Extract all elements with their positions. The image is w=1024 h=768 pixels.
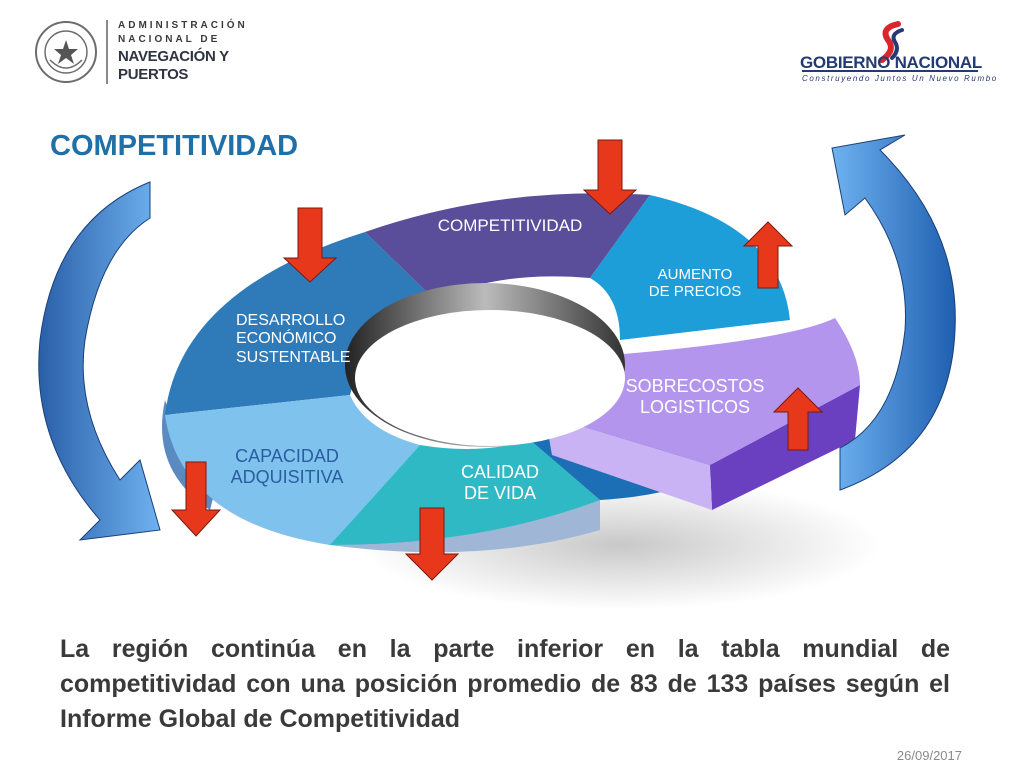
segment-label-calidad-line2: DE VIDA	[463, 482, 537, 503]
segment-sobrecostos-front	[545, 415, 712, 510]
segment-label-desarrollo-line2: ECONÓMICO	[236, 330, 337, 348]
arrow-down-competitividad-icon	[582, 139, 638, 215]
org-name-line1: ADMINISTRACIÓN	[118, 20, 248, 31]
segment-label-competitividad: COMPETITIVIDAD	[437, 216, 583, 235]
gobierno-nacional-subtitle: Construyendo Juntos Un Nuevo Rumbo	[802, 74, 998, 83]
segment-aumento-shape	[590, 195, 790, 340]
left-cycle-arrow-icon	[38, 181, 161, 541]
segment-label-aumento-line1: AUMENTO	[657, 266, 733, 283]
arrow-down-calidad-icon	[404, 507, 460, 581]
segment-capacidad-shape	[165, 395, 420, 545]
segment-calidad-shape	[330, 440, 600, 545]
gobierno-nacional-logo-icon	[879, 21, 904, 63]
arrow-up-aumento-icon	[742, 221, 794, 289]
arrow-down-capacidad-icon	[170, 461, 222, 537]
logo-divider	[106, 20, 108, 84]
segment-desarrollo-shape	[165, 232, 435, 415]
segment-label-calidad: CALIDAD DE VIDA	[440, 462, 560, 503]
segment-label-calidad-line1: CALIDAD	[460, 462, 540, 482]
segment-label-desarrollo: DESARROLLO ECONÓMICO SUSTENTABLE	[236, 312, 366, 367]
national-seal-icon	[35, 21, 97, 83]
gobierno-nacional-rule	[802, 70, 978, 72]
org-name-line3: NAVEGACIÓN Y	[118, 48, 229, 65]
org-name-line2: NACIONAL DE	[118, 34, 221, 45]
competitiveness-ring-diagram: COMPETITIVIDAD AUMENTO DE PRECIOS SOBREC…	[0, 120, 1024, 620]
right-cycle-arrow-icon	[831, 134, 956, 491]
org-name-line4: PUERTOS	[118, 66, 189, 83]
segment-label-capacidad: CAPACIDAD ADQUISITIVA	[212, 446, 362, 487]
footer-date: 26/09/2017	[896, 748, 962, 763]
ring-hole	[355, 310, 625, 446]
segment-label-sobrecostos-line2: LOGISTICOS	[639, 396, 751, 417]
page-title: COMPETITIVIDAD	[50, 130, 299, 162]
segment-competitividad-shape	[365, 193, 650, 300]
segment-sobrecostos-side	[710, 385, 860, 510]
gobierno-nacional-title: GOBIERNO NACIONAL	[800, 53, 982, 72]
arrow-up-sobrecostos-icon	[772, 387, 824, 451]
segment-label-desarrollo-line3: SUSTENTABLE	[236, 348, 351, 366]
arrow-down-desarrollo-icon	[282, 207, 338, 283]
slide-header: ADMINISTRACIÓN NACIONAL DE NAVEGACIÓN Y …	[0, 0, 1024, 110]
segment-label-capacidad-line1: CAPACIDAD	[235, 446, 339, 466]
segment-label-desarrollo-line1: DESARROLLO	[236, 312, 346, 329]
segment-label-capacidad-line2: ADQUISITIVA	[230, 466, 344, 487]
segment-label-aumento-line2: DE PRECIOS	[648, 283, 742, 301]
segment-label-sobrecostos: SOBRECOSTOS LOGISTICOS	[610, 376, 780, 417]
slide-caption: La región continúa en la parte inferior …	[60, 635, 950, 733]
segment-label-sobrecostos-line1: SOBRECOSTOS	[625, 376, 765, 396]
ring-diagram-svg	[38, 134, 956, 610]
segment-label-aumento: AUMENTO DE PRECIOS	[630, 266, 760, 301]
